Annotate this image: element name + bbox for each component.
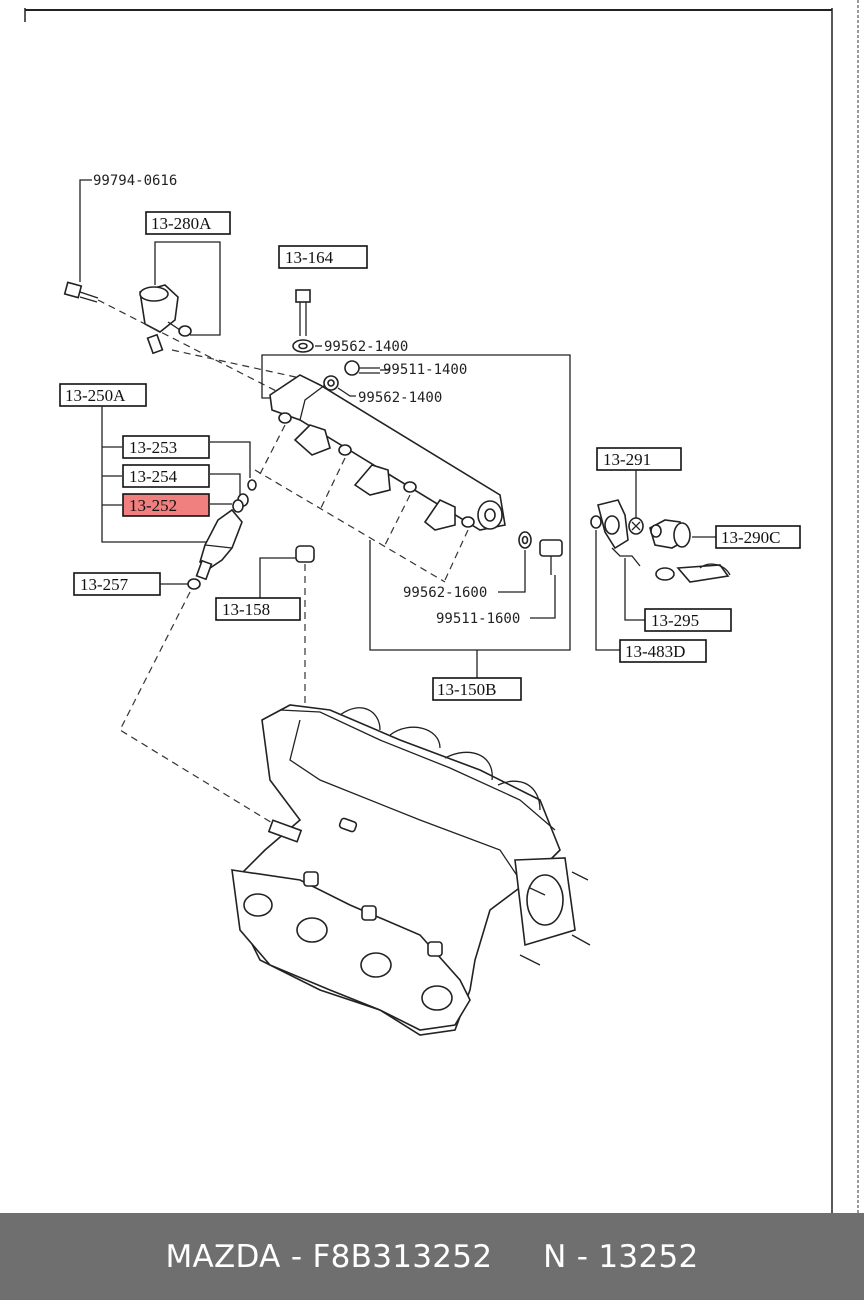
- ref-13-290c: 13-290C: [721, 528, 781, 547]
- ref-box-13-253: [122, 435, 210, 459]
- ref-box-13-252-highlighted[interactable]: [122, 493, 210, 517]
- fuel-rail-bracket: [261, 354, 571, 651]
- ref-13-150b: 13-150B: [437, 680, 497, 699]
- footer-part-info: MAZDA - F8B313252 N - 13252: [165, 1238, 699, 1275]
- ref-13-250a: 13-250A: [65, 386, 126, 405]
- part-number-99562-1400-a: 99562-1400: [324, 339, 408, 355]
- page-frame: [24, 0, 859, 1213]
- ref-box-13-290c: [715, 525, 801, 549]
- washer-upper-icon: [292, 339, 314, 353]
- ref-box-13-250a: [59, 383, 147, 407]
- part-number-99511-1600: 99511-1600: [436, 611, 520, 627]
- pressure-regulator-icon: [139, 284, 192, 355]
- bolt-upper-icon: [344, 360, 380, 376]
- ref-box-13-280a: [145, 211, 231, 235]
- ref-13-158: 13-158: [222, 600, 270, 619]
- intake-manifold-icon: [231, 704, 591, 1036]
- part-number-99562-1400-b: 99562-1400: [358, 390, 442, 406]
- bolt-lower-icon: [539, 539, 563, 575]
- washer-mid-icon: [323, 375, 339, 391]
- ref-13-257: 13-257: [80, 575, 129, 594]
- ref-13-295: 13-295: [651, 611, 699, 630]
- ref-box-13-150b: [432, 677, 522, 701]
- bolt-top-icon: [63, 281, 99, 303]
- rail-bolt-icon: [295, 289, 311, 336]
- ref-13-291: 13-291: [603, 450, 651, 469]
- ref-box-13-164: [278, 245, 368, 269]
- ref-box-13-254: [122, 464, 210, 488]
- regulator-bracket: [154, 241, 221, 336]
- sensor-bracket-icon: [590, 499, 641, 567]
- bolt-top-callout: 99794-0616: [79, 173, 177, 282]
- sleeve-icon: [295, 545, 315, 563]
- clip-icon: [628, 517, 644, 535]
- fuel-injector-icon: [195, 508, 243, 581]
- ref-box-13-158: [215, 597, 301, 621]
- fuel-rail-icon: [269, 374, 506, 531]
- ref-box-13-295: [644, 608, 732, 632]
- injector-seal-icon: [232, 493, 249, 513]
- ref-13-280a: 13-280A: [151, 214, 212, 233]
- part-number-99562-1600: 99562-1600: [403, 585, 487, 601]
- ref-13-483d: 13-483D: [625, 642, 685, 661]
- parts-diagram: 99794-0616 13-280A 13-164 99562-1400 995…: [24, 0, 859, 1213]
- injector-o-ring-icon: [247, 479, 257, 491]
- pressure-sensor-icon: [649, 519, 691, 549]
- vacuum-hose-icon: [655, 563, 731, 583]
- part-number-99511-1400: 99511-1400: [383, 362, 467, 378]
- ref-box-13-483d: [619, 639, 707, 663]
- ref-13-253: 13-253: [129, 438, 177, 457]
- ref-13-252: 13-252: [129, 496, 177, 515]
- washer-lower-icon: [518, 531, 532, 549]
- ref-box-13-291: [596, 447, 682, 471]
- ref-13-164: 13-164: [285, 248, 334, 267]
- insulator-icon: [187, 578, 201, 590]
- ref-13-254: 13-254: [129, 467, 178, 486]
- part-number-99794-0616: 99794-0616: [93, 173, 177, 189]
- footer-bar: MAZDA - F8B313252 N - 13252: [0, 1213, 864, 1300]
